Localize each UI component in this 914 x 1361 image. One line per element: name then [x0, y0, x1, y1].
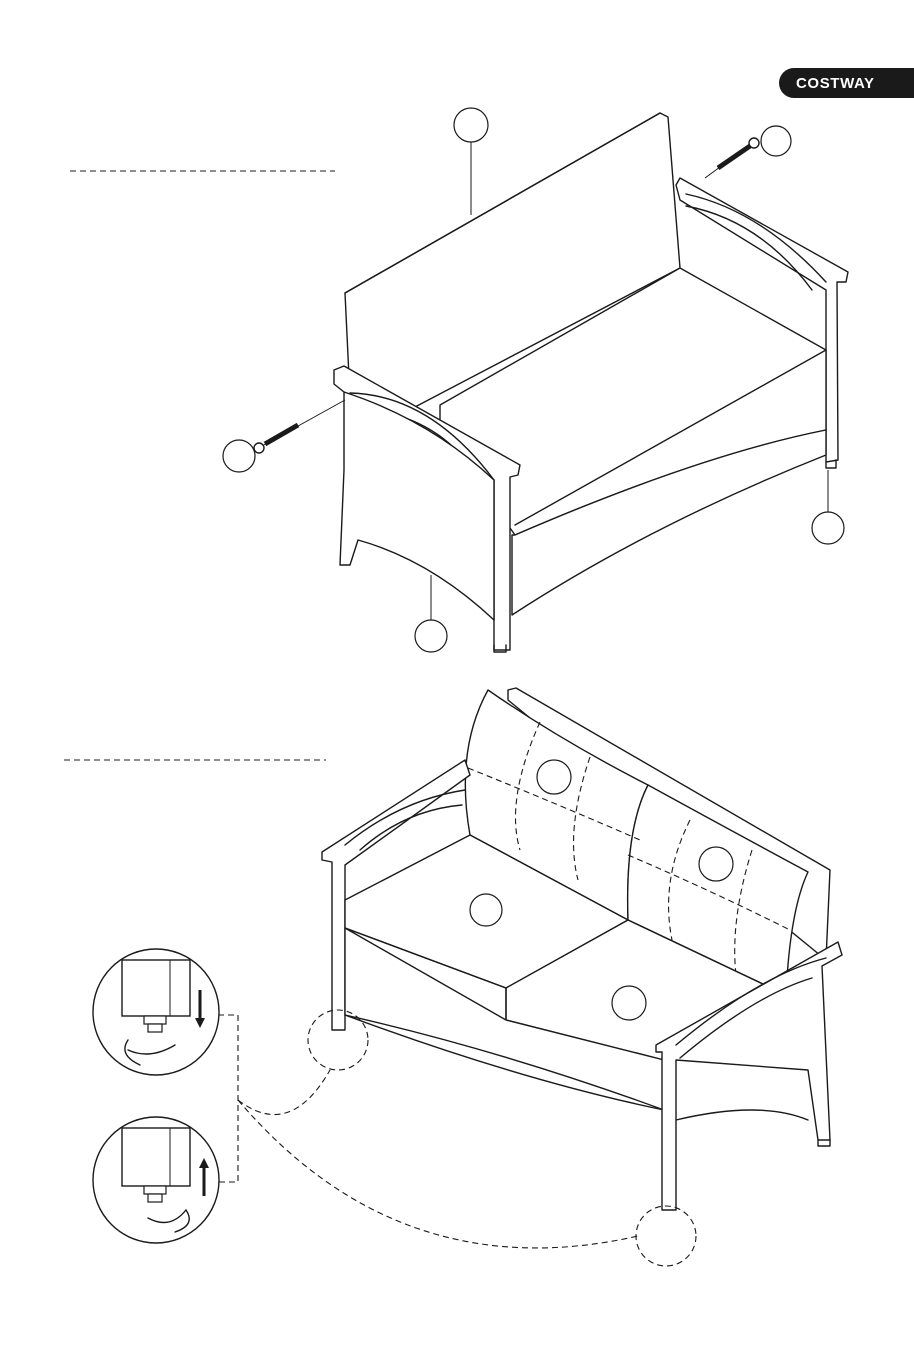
sofa-with-cushions [322, 688, 842, 1210]
step-2-diagram [64, 688, 842, 1266]
callout-seat-cushion-right [612, 986, 646, 1020]
leg-leveler-detail-up [93, 949, 219, 1075]
callout-back-cushion-right [699, 847, 733, 881]
leg-leveler-detail-down [93, 1117, 219, 1243]
callout-backrest [454, 108, 488, 142]
callout-seat-cushion-left [470, 894, 502, 926]
callout-right-side [812, 512, 844, 544]
screw-right [705, 138, 759, 178]
sofa-frame [334, 113, 848, 652]
foot-detail-right [636, 1206, 696, 1266]
step-1-diagram [70, 108, 848, 652]
callout-left-side [415, 620, 447, 652]
screw-left [254, 400, 345, 453]
callout-screw-right [761, 126, 791, 156]
callout-screw-left [223, 440, 255, 472]
callout-back-cushion-left [537, 760, 571, 794]
